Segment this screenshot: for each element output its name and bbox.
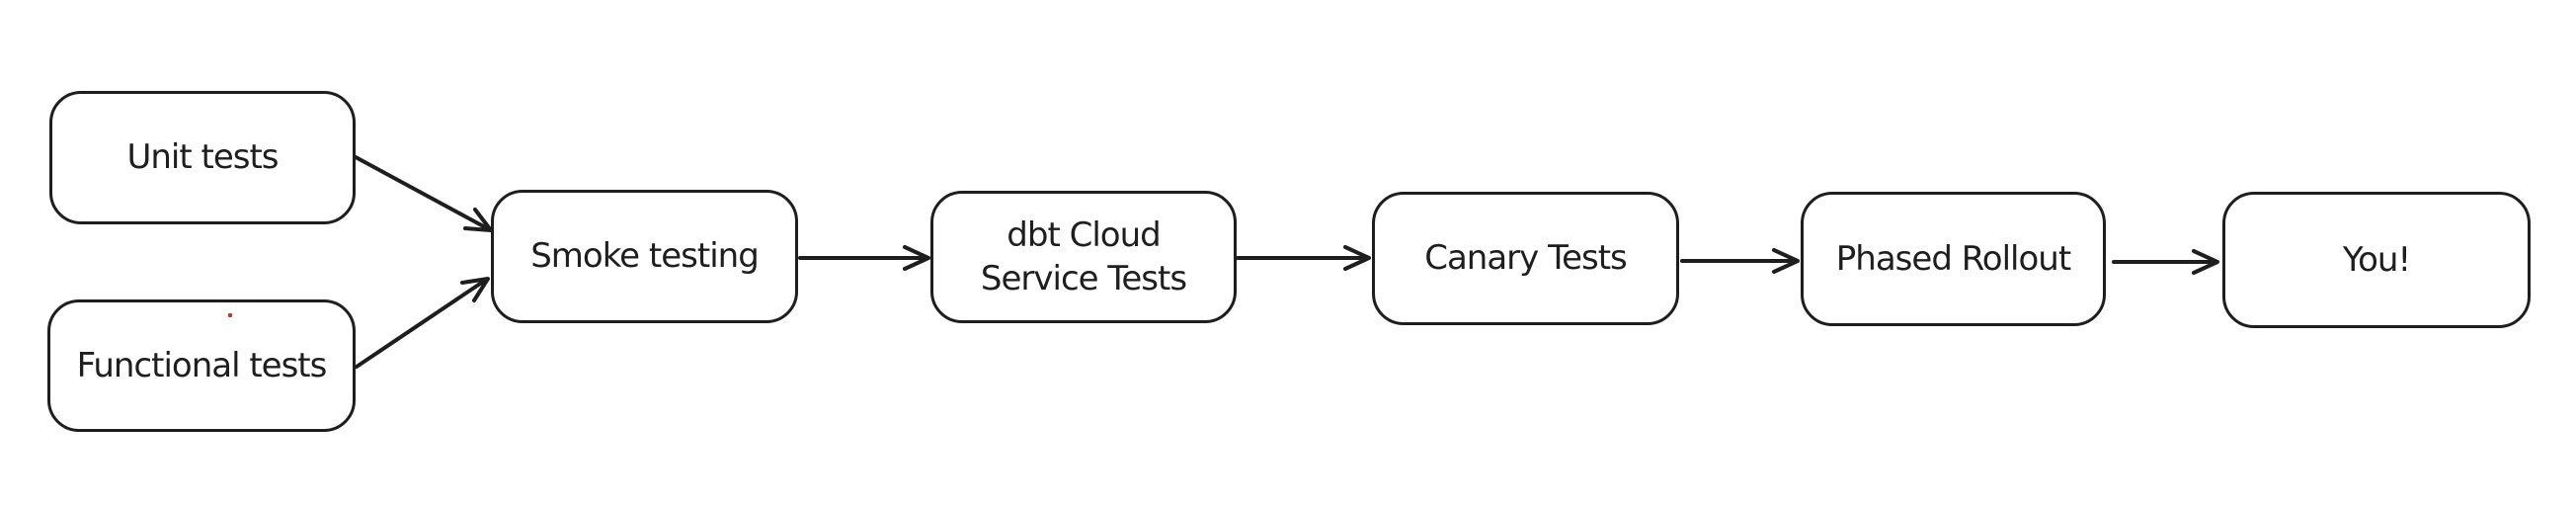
- node-unit-tests: Unit tests: [49, 91, 356, 224]
- edge-dbt-cloud-service-tests-to-canary-tests: [1236, 245, 1371, 271]
- node-label: Functional tests: [76, 345, 328, 385]
- node-canary-tests: Canary Tests: [1372, 192, 1679, 325]
- node-label: Canary Tests: [1424, 238, 1628, 279]
- arrowhead-icon: [1772, 248, 1800, 274]
- edge-unit-tests-to-smoke-testing: [354, 155, 493, 232]
- node-you: You!: [2222, 192, 2531, 328]
- node-phased-rollout: Phased Rollout: [1801, 192, 2106, 326]
- node-label: You!: [2342, 239, 2411, 280]
- arrowhead-icon: [2192, 249, 2219, 275]
- arrowhead-icon: [460, 277, 490, 302]
- node-dbt-cloud-service-tests: dbt Cloud Service Tests: [930, 191, 1237, 323]
- red-dot-artifact: [228, 313, 232, 317]
- edge-smoke-testing-to-dbt-cloud-service-tests: [798, 245, 930, 271]
- edge-functional-tests-to-smoke-testing: [355, 277, 490, 369]
- node-label: Unit tests: [126, 137, 279, 178]
- node-label: dbt Cloud Service Tests: [980, 214, 1187, 298]
- arrowhead-icon: [903, 245, 930, 271]
- node-label: Smoke testing: [530, 236, 760, 277]
- edge-canary-tests-to-phased-rollout: [1680, 248, 1800, 274]
- arrowhead-icon: [1343, 245, 1371, 271]
- edge-phased-rollout-to-you: [2112, 249, 2219, 275]
- node-functional-tests: Functional tests: [47, 299, 356, 432]
- node-label: Phased Rollout: [1835, 238, 2071, 279]
- node-smoke-testing: Smoke testing: [491, 190, 798, 323]
